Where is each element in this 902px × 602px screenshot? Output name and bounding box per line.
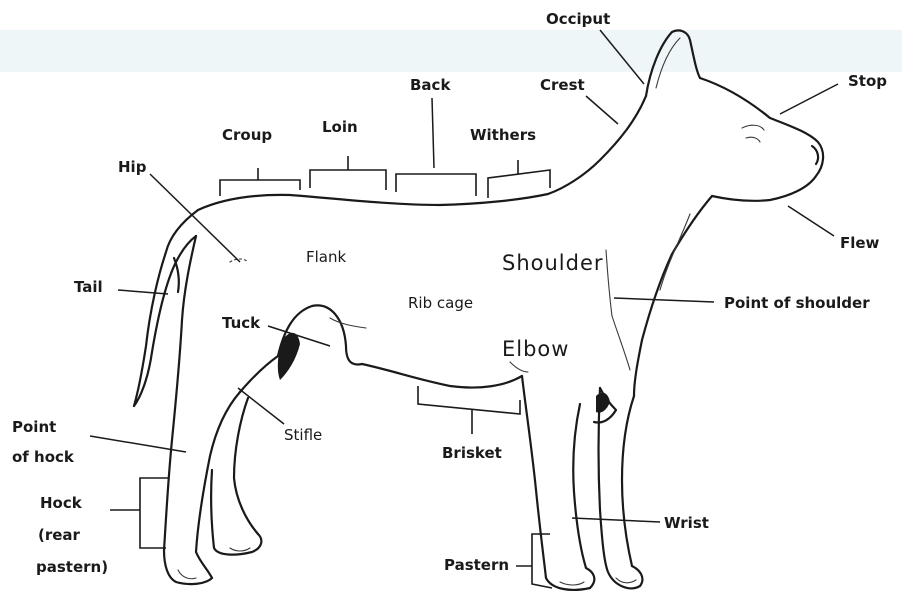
part-labels: Occiput Crest Stop Back Loin Croup Withe… bbox=[12, 10, 887, 576]
label-hock-line1: Hock bbox=[40, 494, 83, 512]
label-croup: Croup bbox=[222, 126, 272, 144]
label-back: Back bbox=[410, 76, 451, 94]
label-hock-line3: pastern) bbox=[36, 558, 108, 576]
label-elbow: Elbow bbox=[502, 337, 569, 361]
label-hip: Hip bbox=[118, 158, 147, 176]
label-tuck: Tuck bbox=[222, 314, 261, 332]
label-hock-line2: (rear bbox=[38, 526, 81, 544]
dog-illustration bbox=[134, 30, 823, 589]
label-rib-cage: Rib cage bbox=[408, 294, 473, 312]
label-stifle: Stifle bbox=[284, 426, 322, 444]
label-shoulder: Shoulder bbox=[502, 251, 604, 275]
label-brisket: Brisket bbox=[442, 444, 502, 462]
label-tail: Tail bbox=[74, 278, 103, 296]
label-pastern: Pastern bbox=[444, 556, 509, 574]
label-crest: Crest bbox=[540, 76, 585, 94]
label-flank: Flank bbox=[306, 248, 346, 266]
label-wrist: Wrist bbox=[664, 514, 709, 532]
label-point-of-shoulder: Point of shoulder bbox=[724, 294, 870, 312]
label-flew: Flew bbox=[840, 234, 880, 252]
label-stop: Stop bbox=[848, 72, 887, 90]
scan-band bbox=[0, 30, 902, 72]
label-point-of-hock-line1: Point bbox=[12, 418, 56, 436]
label-loin: Loin bbox=[322, 118, 358, 136]
label-occiput: Occiput bbox=[546, 10, 610, 28]
topline-braces bbox=[140, 156, 552, 588]
label-withers: Withers bbox=[470, 126, 536, 144]
label-point-of-hock-line2: of hock bbox=[12, 448, 75, 466]
